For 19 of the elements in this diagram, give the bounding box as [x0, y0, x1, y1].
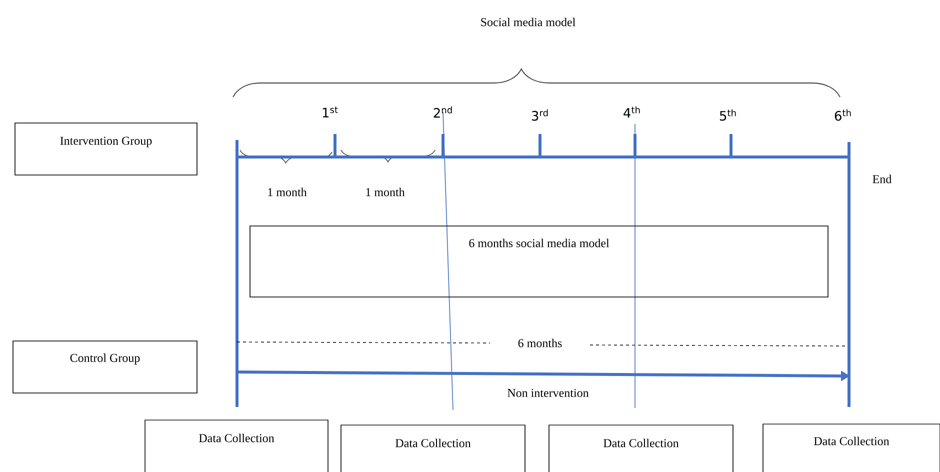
ordinal-label: 3$^{rd}$: [532, 109, 548, 121]
end-label: End: [872, 174, 892, 184]
group-box: Intervention Group: [14, 122, 198, 176]
data-collection-box: Data Collection: [548, 424, 734, 472]
data-collection-box: Data Collection: [762, 424, 940, 472]
data-collection-box: Data Collection: [340, 424, 526, 472]
brace-label: 1 month: [268, 188, 307, 196]
ordinal-label: 2$^{nd}$: [434, 106, 452, 118]
arrow-label: Non intervention: [508, 388, 589, 398]
ordinal-label: 1$^{st}$: [322, 106, 338, 118]
ordinal-label: 5$^{th}$: [720, 109, 736, 121]
phase-box: 6 months social media model: [250, 226, 828, 298]
group-box: Control Group: [12, 340, 198, 394]
brace-label: 1 month: [366, 188, 405, 196]
brace-label: Social media model: [481, 18, 576, 26]
ordinal-label: 6$^{th}$: [834, 109, 851, 121]
duration-label: 6 months: [516, 338, 564, 348]
ordinal-label: 4$^{th}$: [624, 106, 640, 118]
data-collection-box: Data Collection: [144, 420, 328, 472]
